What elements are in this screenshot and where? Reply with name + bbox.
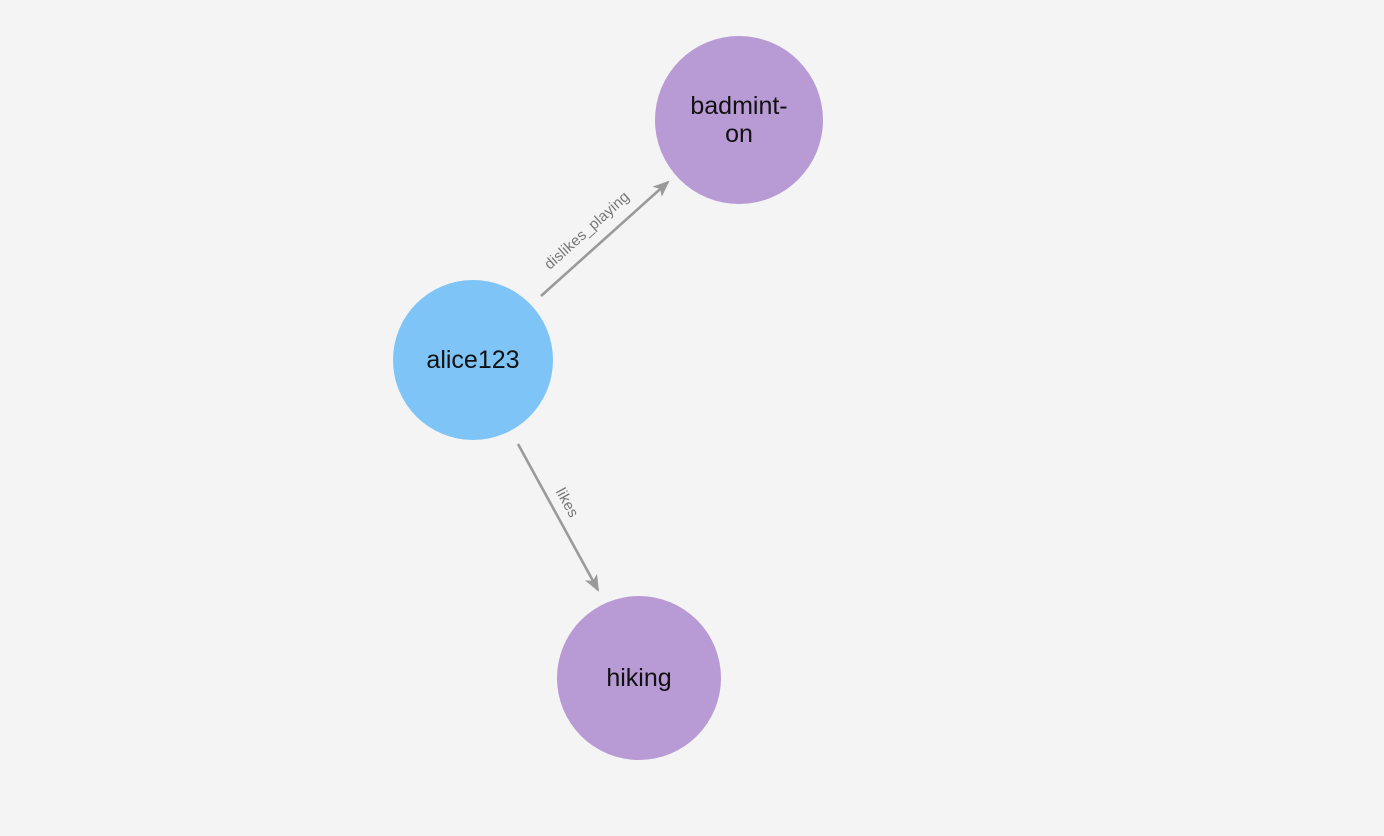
graph-node-badminton[interactable]: badmint- on <box>655 36 823 204</box>
graph-node-hiking[interactable]: hiking <box>557 596 721 760</box>
graph-node-badminton-label: badmint- on <box>690 92 788 148</box>
edge-label-dislikes-playing: dislikes_playing <box>541 188 633 273</box>
edge-likes[interactable]: likes <box>516 443 600 592</box>
edge-dislikes-playing[interactable]: dislikes_playing <box>540 180 670 297</box>
edge-line-dislikes-playing <box>540 180 670 297</box>
edge-line-likes <box>516 443 600 592</box>
graph-node-alice123[interactable]: alice123 <box>393 280 553 440</box>
graph-node-hiking-label: hiking <box>606 664 672 692</box>
graph-node-alice123-label: alice123 <box>426 346 520 374</box>
